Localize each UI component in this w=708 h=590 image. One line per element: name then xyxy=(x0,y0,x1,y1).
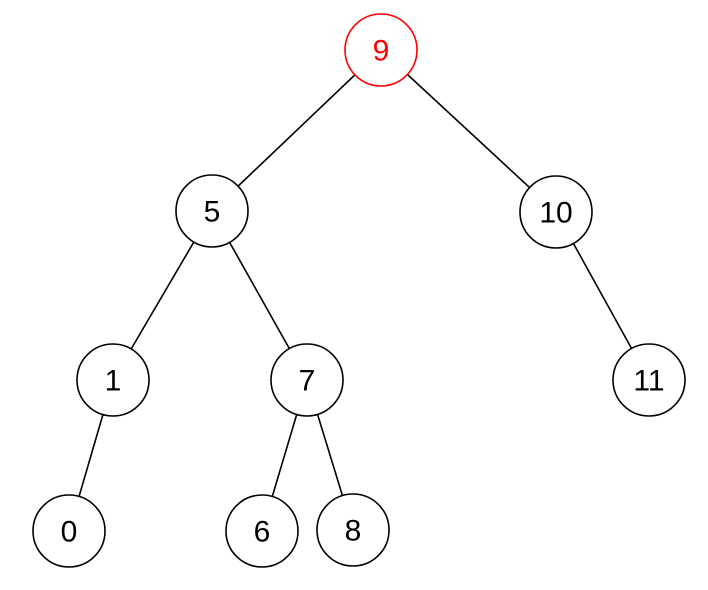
tree-node-0: 0 xyxy=(32,494,106,568)
tree-node-7: 7 xyxy=(270,343,344,417)
tree-node-circle-7 xyxy=(270,343,344,417)
tree-node-6: 6 xyxy=(225,494,299,568)
tree-node-1: 1 xyxy=(76,343,150,417)
tree-node-circle-8 xyxy=(316,493,390,567)
tree-edge-9-5 xyxy=(211,49,382,212)
tree-node-circle-6 xyxy=(225,494,299,568)
tree-node-8: 8 xyxy=(316,493,390,567)
tree-node-circle-0 xyxy=(32,494,106,568)
tree-node-circle-9 xyxy=(344,13,418,87)
tree-node-5: 5 xyxy=(175,174,249,248)
tree-node-11: 11 xyxy=(612,343,686,417)
tree-node-10: 10 xyxy=(519,175,593,249)
tree-node-circle-5 xyxy=(175,174,249,248)
tree-node-circle-10 xyxy=(519,175,593,249)
tree-edge-9-10 xyxy=(380,49,557,213)
tree-node-circle-11 xyxy=(612,343,686,417)
tree-node-9: 9 xyxy=(344,13,418,87)
tree-node-circle-1 xyxy=(76,343,150,417)
